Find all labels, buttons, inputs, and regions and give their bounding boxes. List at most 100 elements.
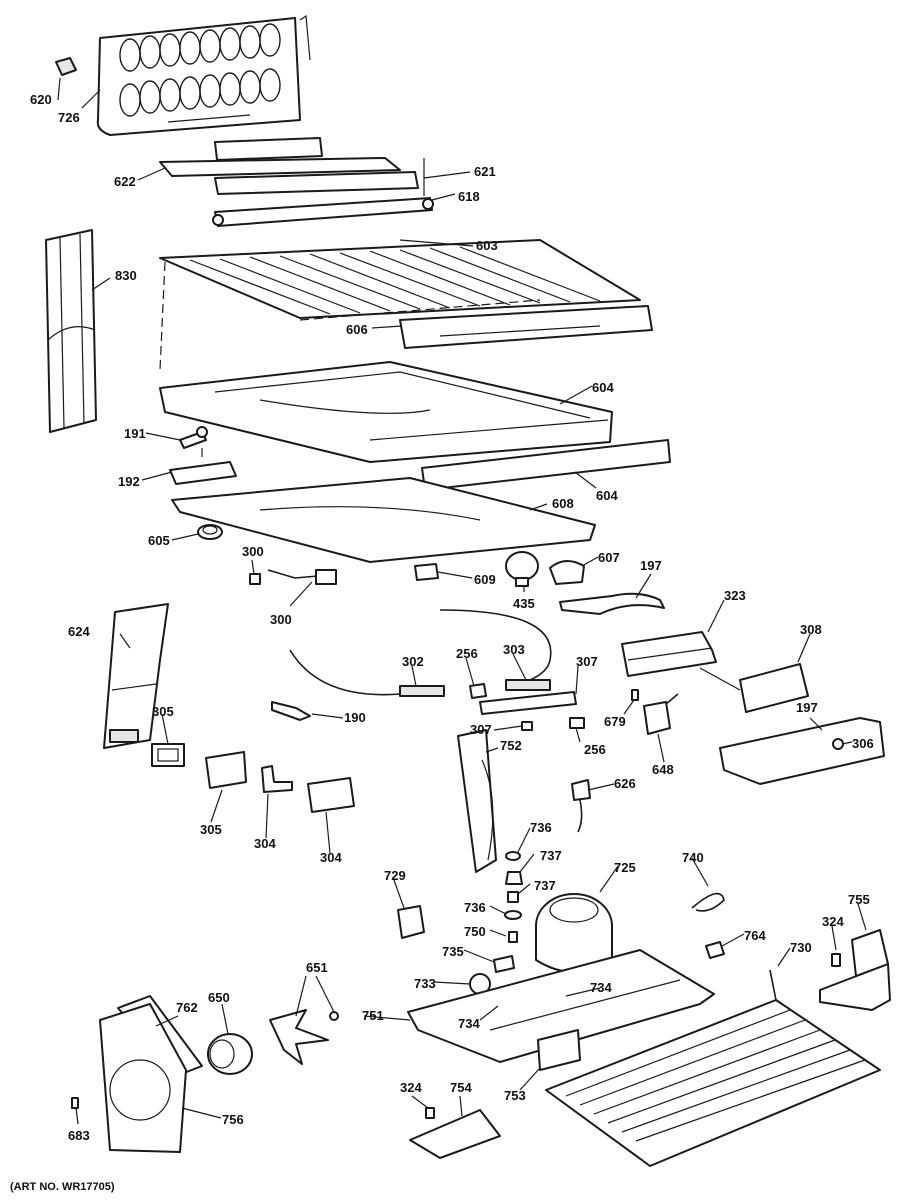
label-736: 736	[464, 900, 486, 915]
label-306: 306	[852, 736, 874, 751]
label-435: 435	[513, 596, 535, 611]
label-725: 725	[614, 860, 636, 875]
label-679: 679	[604, 714, 626, 729]
socket-part-609	[414, 563, 439, 581]
switch-part-300	[249, 569, 337, 585]
label-605: 605	[148, 533, 170, 548]
duct-part-624	[103, 603, 169, 749]
thermostat-part-302	[289, 649, 445, 697]
label-736-top: 736	[530, 820, 552, 835]
housing-part-305	[205, 751, 247, 789]
motor-part-650	[207, 1033, 253, 1075]
label-304-left: 304	[254, 836, 276, 851]
label-197-top: 197	[640, 558, 662, 573]
label-762: 762	[176, 1000, 198, 1015]
grommet-part-605	[197, 524, 223, 540]
label-737: 737	[534, 878, 556, 893]
bulb-part-435	[505, 551, 539, 587]
clamp-part-764	[705, 941, 725, 959]
pan-part-608	[171, 477, 596, 563]
label-729: 729	[384, 868, 406, 883]
label-303: 303	[503, 642, 525, 657]
label-726: 726	[58, 110, 80, 125]
leader-lines	[57, 77, 867, 1125]
hinge-part-192	[169, 448, 237, 485]
clip-part-620	[55, 57, 77, 76]
pan-part-604	[159, 361, 613, 463]
bracket-part-307	[479, 691, 577, 715]
label-754: 754	[450, 1080, 472, 1095]
label-324-right: 324	[822, 914, 844, 929]
label-606: 606	[346, 322, 368, 337]
callout-labels: 620 726 622 621 618 830 603 606 604 191 …	[10, 92, 874, 1193]
label-621: 621	[474, 164, 496, 179]
screw-part-679	[631, 689, 639, 701]
label-733: 733	[414, 976, 436, 991]
label-650: 650	[208, 990, 230, 1005]
cover-part-622	[159, 137, 401, 177]
defrost-sensor-part-303	[439, 609, 552, 691]
screw-part-324b	[425, 1107, 435, 1119]
cover-part-607	[549, 560, 585, 585]
heater-part-618	[212, 197, 434, 227]
tube-part-740	[691, 892, 725, 912]
label-734: 734	[458, 1016, 480, 1031]
evaporator-part-726	[96, 14, 311, 136]
label-323: 323	[724, 588, 746, 603]
timer-part-648	[643, 693, 679, 735]
label-603: 603	[476, 238, 498, 253]
label-307: 307	[470, 722, 492, 737]
label-624: 624	[68, 624, 90, 639]
screw-part-683	[71, 1097, 79, 1109]
grommet-part-736	[505, 851, 521, 861]
label-756: 756	[222, 1112, 244, 1127]
tray-part-754	[409, 1109, 501, 1159]
shelf-part-603	[159, 239, 641, 319]
label-751: 751	[362, 1008, 384, 1023]
label-305: 305	[200, 822, 222, 837]
label-302: 302	[402, 654, 424, 669]
label-620: 620	[30, 92, 52, 107]
duct-part-830	[45, 229, 97, 433]
label-308: 308	[800, 622, 822, 637]
label-304: 304	[320, 850, 342, 865]
label-604-pan: 604	[592, 380, 614, 395]
heater-part-621	[214, 158, 425, 196]
label-648: 648	[652, 762, 674, 777]
grommet-part-737	[505, 871, 523, 885]
hinge-part-191	[179, 426, 208, 449]
bolt-part-750	[508, 931, 518, 943]
label-305-top: 305	[152, 704, 174, 719]
condenser-part-730	[545, 969, 881, 1167]
art-number: (ART NO. WR17705)	[10, 1181, 115, 1193]
shroud-part-756	[99, 1003, 187, 1153]
bracket-part-752	[457, 729, 497, 873]
bracket-part-755	[819, 929, 891, 1011]
clip-part-256b	[569, 717, 585, 729]
label-683: 683	[68, 1128, 90, 1143]
shelf-frame-part-606	[399, 305, 653, 349]
label-764: 764	[744, 928, 766, 943]
label-607: 607	[598, 550, 620, 565]
label-752: 752	[500, 738, 522, 753]
cover-part-305	[151, 743, 185, 767]
base-part-751	[407, 949, 715, 1063]
washer-part-736b	[504, 910, 522, 920]
label-256: 256	[584, 742, 606, 757]
plate-part-308	[699, 663, 809, 713]
label-190: 190	[344, 710, 366, 725]
label-651: 651	[306, 960, 328, 975]
cap-part-307	[521, 721, 533, 731]
fan-blade-part-651	[269, 1009, 329, 1065]
nut-part-651b	[329, 1011, 339, 1021]
label-197: 197	[796, 700, 818, 715]
sleeve-part-737b	[507, 891, 519, 903]
label-191: 191	[124, 426, 146, 441]
screw-part-324	[831, 953, 841, 967]
label-730: 730	[790, 940, 812, 955]
label-753: 753	[504, 1088, 526, 1103]
label-830: 830	[115, 268, 137, 283]
housing-part-304	[307, 777, 355, 813]
label-618: 618	[458, 189, 480, 204]
control-housing-part-197	[719, 717, 885, 785]
